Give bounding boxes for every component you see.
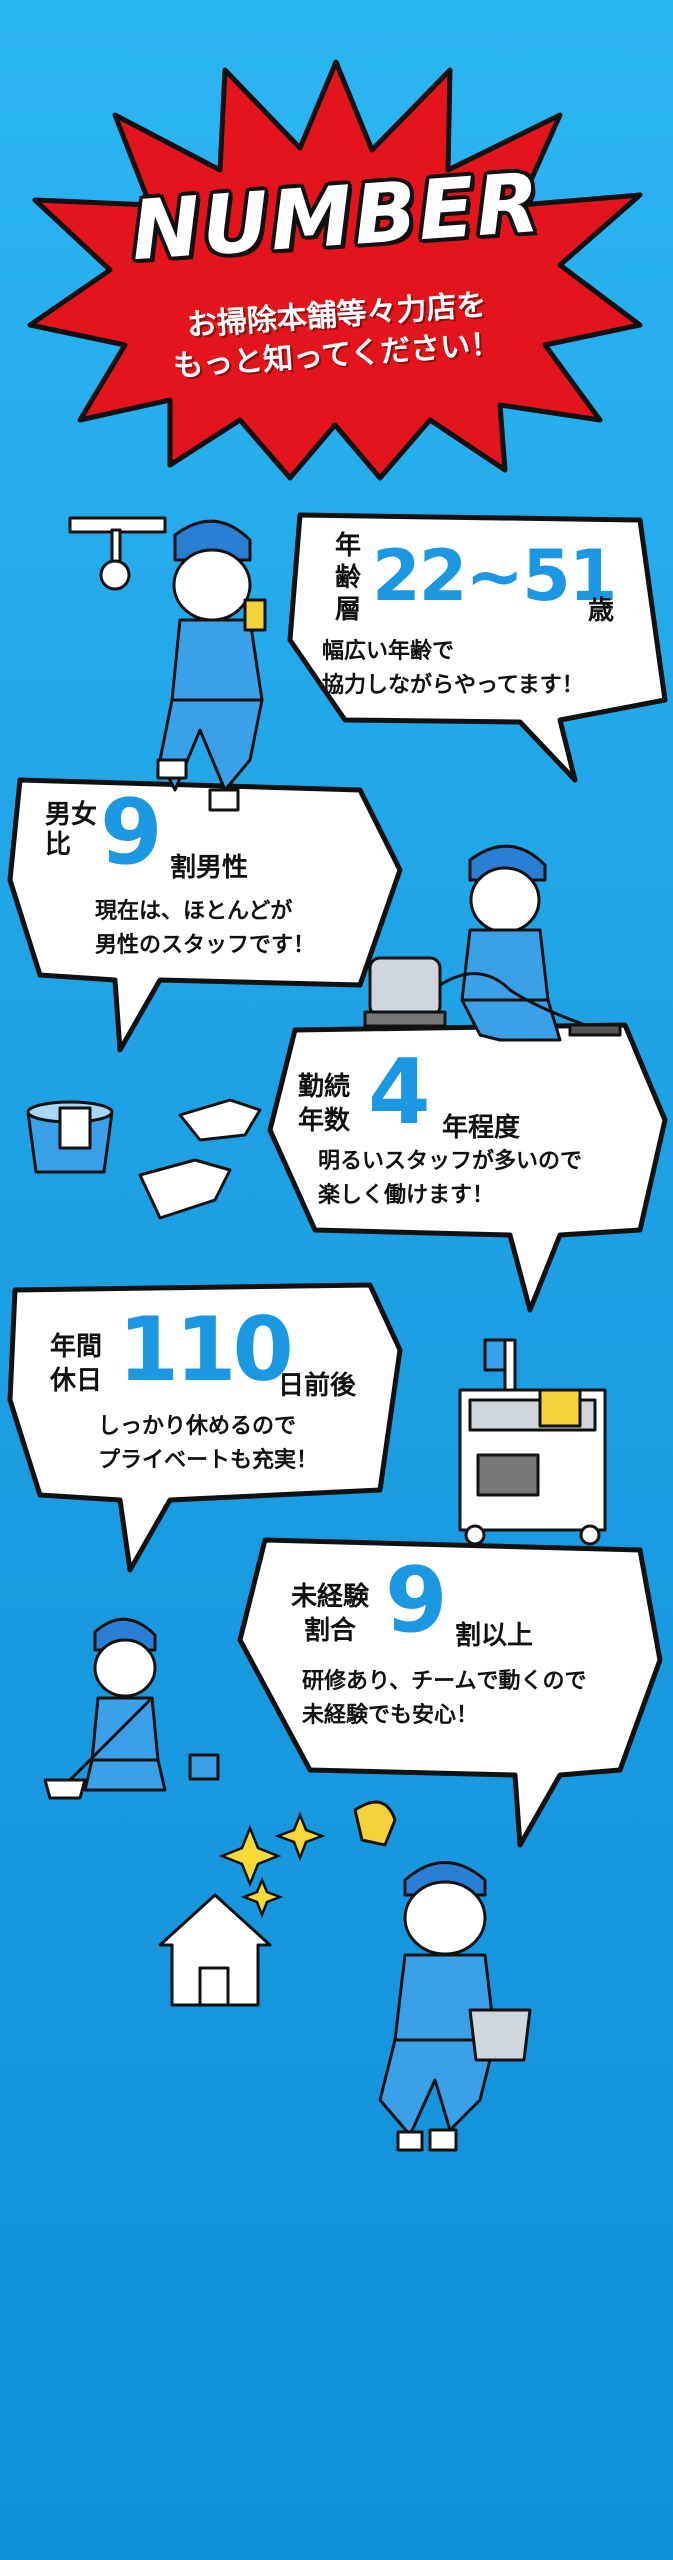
stat-inexperienced-label: 未経験 割合: [290, 1582, 369, 1646]
bucket-gloves-illustration: [26, 1098, 262, 1220]
worker-vacuum-illustration: [363, 844, 622, 1042]
stat-age-unit: 歳: [588, 596, 615, 626]
bubble-holiday: [7, 1282, 403, 1573]
stat-tenure-value: 4: [368, 1040, 431, 1145]
stat-tenure-unit: 年程度: [442, 1113, 521, 1143]
worker-mop-illustration: [43, 1617, 220, 1800]
stat-holidays-label: 年間 休日: [50, 1332, 103, 1396]
stat-holidays-value: 110: [118, 1298, 294, 1401]
bubble-inexperienced: [237, 1537, 663, 1848]
stat-inexperienced-desc: 研修あり、チームで動くので 未経験でも安心！: [302, 1669, 587, 1728]
house-icon: [158, 1893, 272, 2007]
stat-age-label: 年 齢 層: [334, 531, 361, 625]
stat-age-value: 22~51: [372, 535, 617, 617]
stat-tenure-label: 勤続 年数: [298, 1072, 351, 1136]
bubble-tenure: [267, 1022, 668, 1313]
stat-holidays-unit: 日前後: [278, 1371, 357, 1401]
worker-squeegee-illustration: [68, 516, 267, 812]
stat-age-desc: 幅広い年齢で 協力しながらやってます！: [322, 639, 584, 698]
worker-cheering-illustration: [353, 1800, 532, 2152]
cleaning-cart-illustration: [458, 1338, 607, 1546]
stat-inexperienced-value: 9: [385, 1548, 448, 1653]
starburst-shape: [27, 59, 643, 481]
sparkle-icons: [218, 1811, 326, 1919]
stat-tenure-desc: 明るいスタッフが多いので 楽しく働けます！: [318, 1149, 583, 1208]
stat-gender-unit: 割男性: [170, 853, 249, 883]
stat-gender-desc: 現在は、ほとんどが 男性のスタッフです！: [95, 899, 316, 958]
stat-gender-value: 9: [100, 780, 163, 885]
stat-inexperienced-unit: 割以上: [455, 1621, 534, 1651]
bubble-gender: [7, 777, 403, 1053]
stat-holidays-desc: しっかり休めるので プライベートも充実！: [98, 1414, 319, 1473]
bubble-age: [287, 512, 668, 783]
stat-gender-label: 男女 比: [45, 800, 98, 860]
